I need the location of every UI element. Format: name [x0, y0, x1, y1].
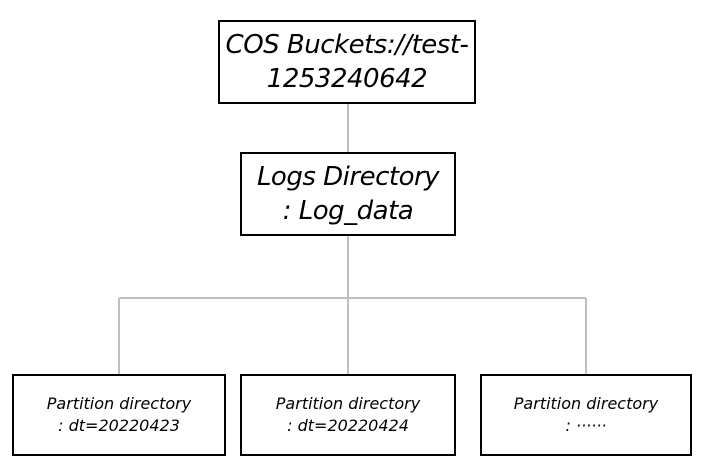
cos-bucket-label-line1: COS Buckets://test-: [225, 30, 469, 60]
logs-directory-node: Logs Directory : Log_data: [240, 152, 456, 236]
logs-directory-label-line1: Logs Directory: [256, 162, 440, 192]
partition-label-line2: : dt=20220424: [287, 416, 409, 435]
partition-label-line2: : dt=20220423: [58, 416, 180, 435]
partition-label-line1: Partition directory: [513, 394, 659, 413]
partition-label-line2: : ······: [565, 416, 607, 435]
cos-bucket-node: COS Buckets://test- 1253240642: [218, 20, 476, 104]
cos-bucket-label-line2: 1253240642: [266, 64, 428, 94]
partition-node-20220423: Partition directory : dt=20220423: [12, 374, 226, 456]
partition-node-20220424: Partition directory : dt=20220424: [240, 374, 456, 456]
partition-node-more: Partition directory : ······: [480, 374, 692, 456]
logs-directory-label-line2: : Log_data: [282, 196, 414, 226]
partition-label-line1: Partition directory: [275, 394, 421, 413]
partition-label-line1: Partition directory: [46, 394, 192, 413]
